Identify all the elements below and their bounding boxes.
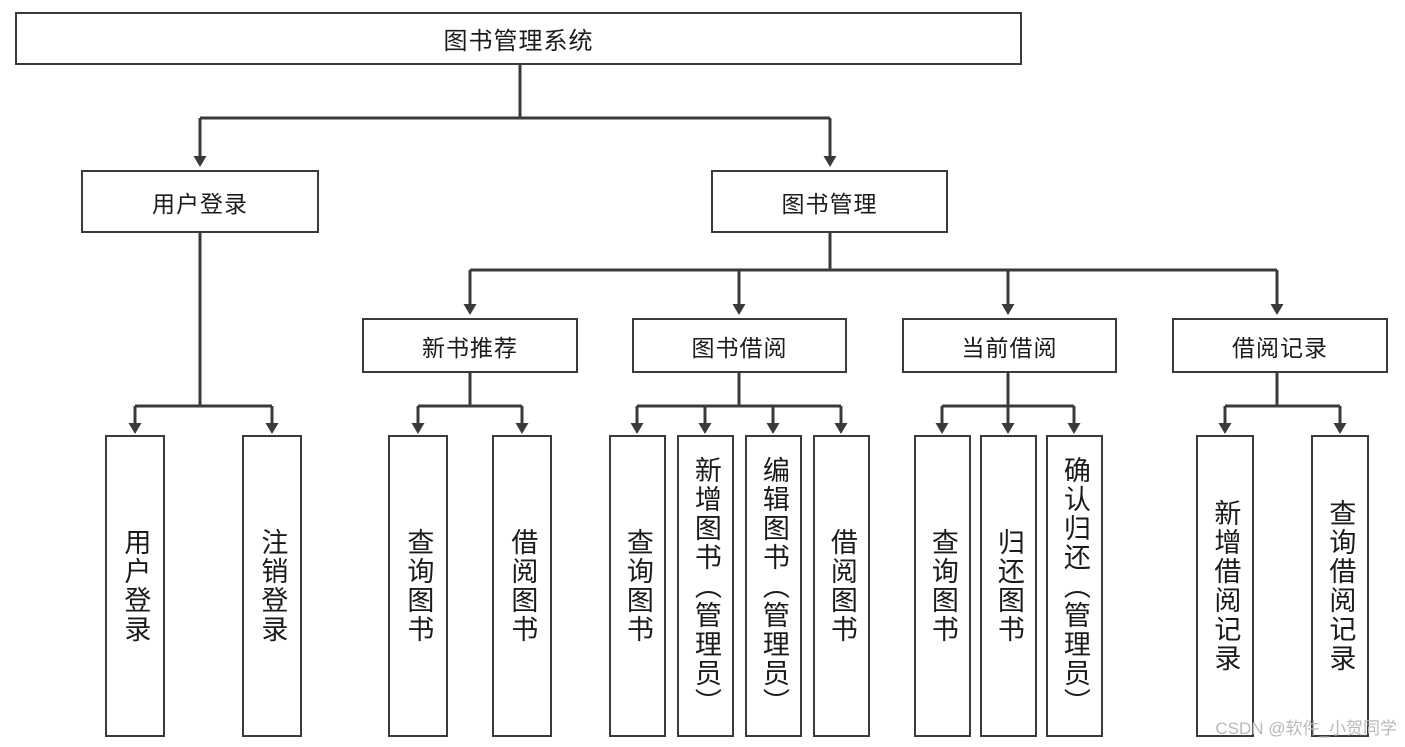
node-new-book-recommend[interactable]: 新书推荐 (362, 318, 578, 373)
leaf-recommend-query-book[interactable]: 查询图书 (388, 435, 448, 737)
node-root-system[interactable]: 图书管理系统 (15, 12, 1022, 65)
node-book-borrow[interactable]: 图书借阅 (632, 318, 847, 373)
leaf-user-login-logout[interactable]: 注销登录 (242, 435, 302, 737)
node-current-borrow[interactable]: 当前借阅 (902, 318, 1117, 373)
leaf-current-return-book[interactable]: 归还图书 (980, 435, 1037, 737)
leaf-current-confirm-return-admin[interactable]: 确认归还（管理员） (1046, 435, 1103, 737)
leaf-borrow-edit-book-admin[interactable]: 编辑图书（管理员） (745, 435, 802, 737)
leaf-record-add-record[interactable]: 新增借阅记录 (1196, 435, 1254, 737)
node-user-login[interactable]: 用户登录 (81, 170, 319, 233)
watermark-text: CSDN @软件_小贺同学 (1215, 719, 1397, 738)
node-borrow-record[interactable]: 借阅记录 (1172, 318, 1388, 373)
leaf-record-query-record[interactable]: 查询借阅记录 (1311, 435, 1369, 737)
leaf-borrow-query-book[interactable]: 查询图书 (609, 435, 666, 737)
leaf-recommend-borrow-book[interactable]: 借阅图书 (492, 435, 552, 737)
leaf-current-query-book[interactable]: 查询图书 (914, 435, 971, 737)
leaf-borrow-add-book-admin[interactable]: 新增图书（管理员） (677, 435, 734, 737)
leaf-user-login-login[interactable]: 用户登录 (105, 435, 165, 737)
leaf-borrow-borrow-book[interactable]: 借阅图书 (813, 435, 870, 737)
node-book-management[interactable]: 图书管理 (711, 170, 948, 233)
